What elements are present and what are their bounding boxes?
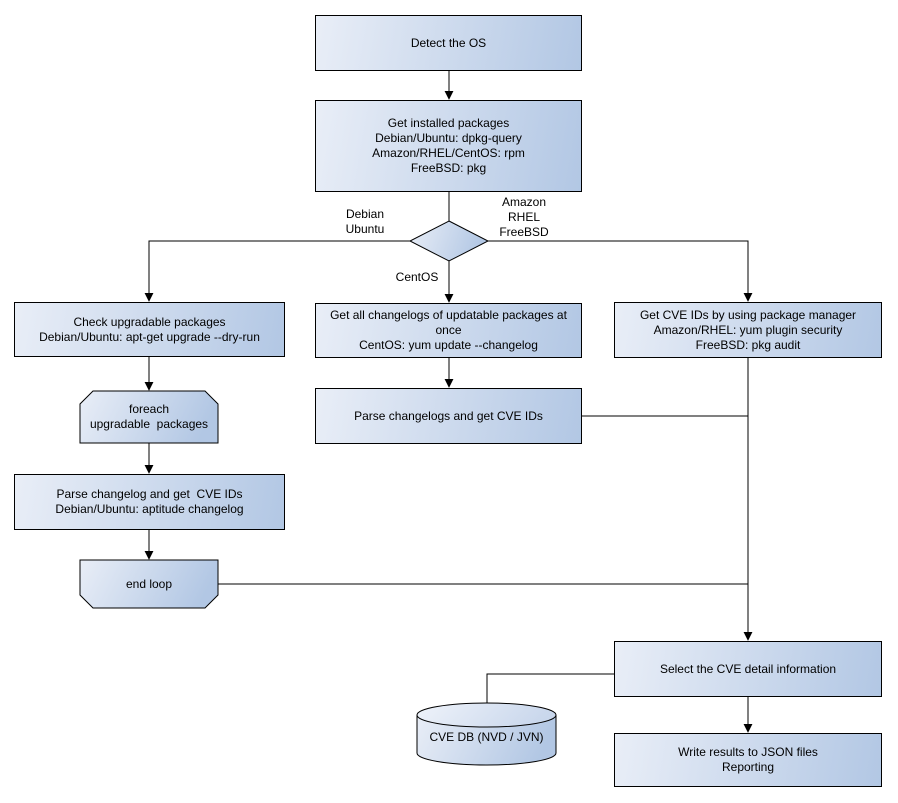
node-get-installed-packages: Get installed packages Debian/Ubuntu: dp…	[315, 100, 582, 192]
node-parse-changelog-debian: Parse changelog and get CVE IDs Debian/U…	[14, 474, 285, 530]
foreach-loop-shape	[79, 390, 219, 444]
edge-select-to-cvedb	[486, 673, 614, 703]
node-detect-os: Detect the OS	[315, 15, 582, 71]
node-write-results-reporting: Write results to JSON files Reporting	[614, 733, 882, 787]
node-end-loop-label: end loop	[125, 576, 173, 591]
node-get-all-changelogs: Get all changelogs of updatable packages…	[315, 303, 582, 358]
branch-label-amazon-rhel-freebsd: Amazon RHEL FreeBSD	[499, 194, 549, 239]
plain-connectors	[218, 192, 748, 703]
edge-decision-to-getcveids	[488, 240, 753, 302]
node-check-upgradable-packages: Check upgradable packages Debian/Ubuntu:…	[14, 302, 285, 357]
node-select-cve-detail: Select the CVE detail information	[614, 641, 882, 697]
node-parse-changelogs-centos: Parse changelogs and get CVE IDs	[315, 388, 582, 444]
cylinder-top	[416, 702, 557, 728]
node-get-cve-ids-package-manager: Get CVE IDs by using package manager Ama…	[614, 302, 882, 358]
edge-decision-to-checkupgradable	[144, 240, 410, 302]
branch-label-debian-ubuntu: Debian Ubuntu	[345, 207, 385, 236]
node-foreach-loop-label: foreach upgradable packages	[89, 402, 209, 431]
branch-label-centos: CentOS	[395, 269, 439, 284]
os-decision-diamond	[408, 220, 490, 262]
cve-db-cylinder	[416, 702, 557, 766]
node-cve-db-label: CVE DB (NVD / JVN)	[429, 729, 544, 744]
cylinder-body	[416, 714, 557, 766]
arrow-connectors	[144, 71, 753, 733]
end-loop-shape	[79, 559, 219, 609]
